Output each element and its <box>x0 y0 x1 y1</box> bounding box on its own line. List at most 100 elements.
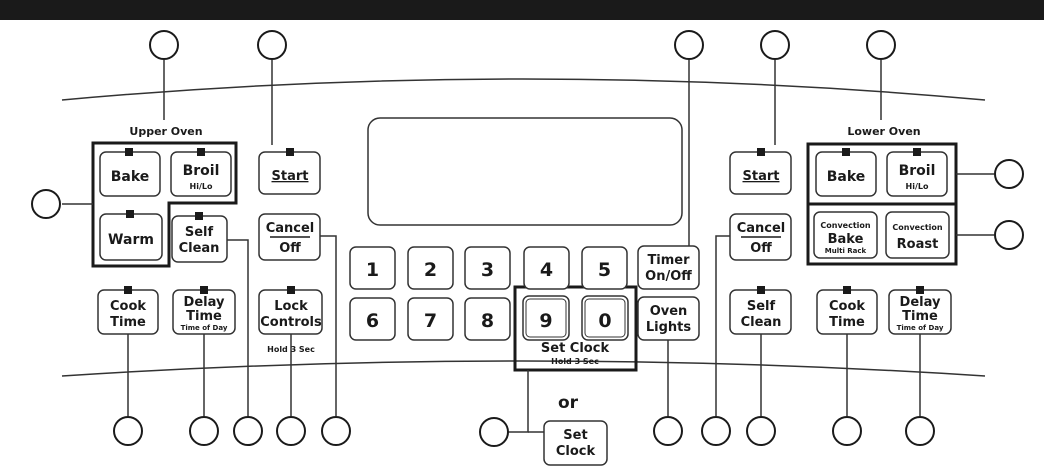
upper-cook-time-line1: Cook <box>110 299 146 314</box>
upper-cook-time-line2: Time <box>110 315 146 330</box>
convection-roast-button[interactable]: Convection Roast <box>885 211 950 259</box>
lower-self-clean-line2: Clean <box>741 315 782 330</box>
keypad-button-9[interactable]: 9 <box>522 295 570 341</box>
keypad-button-6[interactable]: 6 <box>349 297 396 341</box>
convection-roast-line1: Convection <box>892 223 943 232</box>
keypad-label-6: 6 <box>366 310 379 332</box>
display-window <box>367 117 683 226</box>
upper-delay-sub: Time of Day <box>181 324 228 332</box>
or-label: or <box>558 393 579 413</box>
keypad-button-4[interactable]: 4 <box>523 246 570 290</box>
panel-top-edge <box>61 78 986 101</box>
upper-bake-label: Bake <box>111 169 150 185</box>
convection-bake-line1: Convection <box>820 221 871 230</box>
keypad-button-0[interactable]: 0 <box>581 295 629 341</box>
upper-delay-line1: Delay <box>184 295 225 310</box>
keypad-button-2[interactable]: 2 <box>407 246 454 290</box>
callout-circle-upper-start <box>257 30 287 60</box>
upper-broil-label: Broil <box>183 163 220 179</box>
timer-on-off-button[interactable]: Timer On/Off <box>637 245 700 290</box>
convection-roast-line2: Roast <box>897 237 939 252</box>
oven-lights-button[interactable]: Oven Lights <box>637 296 700 341</box>
set-clock-alt-line1: Set <box>563 428 587 443</box>
set-clock-alt-button[interactable]: Set Clock <box>543 420 608 466</box>
lower-cook-time-button[interactable]: Cook Time <box>816 286 878 335</box>
upper-oven-group-frame <box>91 141 238 268</box>
convection-bake-sub: Multi Rack <box>825 247 867 255</box>
lower-delay-line2: Time <box>902 309 938 324</box>
keypad-label-4: 4 <box>540 259 553 281</box>
oven-lights-line2: Lights <box>646 320 692 335</box>
lower-self-clean-button[interactable]: Self Clean <box>729 286 792 335</box>
convection-bake-line2: Bake <box>828 232 864 247</box>
set-clock-group-sub: Hold 3 Sec <box>551 357 599 366</box>
keypad-button-7[interactable]: 7 <box>407 297 454 341</box>
keypad-label-1: 1 <box>366 259 379 281</box>
upper-cancel-line2: Off <box>279 241 301 256</box>
lower-start-button[interactable]: Start <box>729 148 792 195</box>
oven-lights-line1: Oven <box>650 304 688 319</box>
lower-cancel-line2: Off <box>750 241 772 256</box>
lower-delay-line1: Delay <box>900 295 941 310</box>
callout-circle-lower-cancel <box>701 416 731 446</box>
upper-cook-time-button[interactable]: Cook Time <box>97 286 159 335</box>
upper-delay-time-button[interactable]: Delay Time Time of Day <box>172 286 236 335</box>
keypad-label-2: 2 <box>424 259 437 281</box>
keypad-button-3[interactable]: 3 <box>464 246 511 290</box>
lower-oven-label: Lower Oven <box>847 125 920 138</box>
keypad-button-8[interactable]: 8 <box>464 297 511 341</box>
upper-cancel-line1: Cancel <box>266 221 315 236</box>
keypad-label-0: 0 <box>598 310 611 332</box>
lower-cancel-off-button[interactable]: Cancel Off <box>729 213 792 261</box>
keypad-label-8: 8 <box>481 310 494 332</box>
keypad-button-5[interactable]: 5 <box>581 246 628 290</box>
callout-circle-upper-self-clean <box>233 416 263 446</box>
upper-self-clean-line2: Clean <box>179 241 220 256</box>
upper-broil-button[interactable]: Broil Hi/Lo <box>170 148 232 197</box>
keypad-label-9: 9 <box>539 310 552 332</box>
upper-delay-line2: Time <box>186 309 222 324</box>
callout-circle-upper-delay-time <box>189 416 219 446</box>
upper-bake-button[interactable]: Bake <box>99 148 161 197</box>
lock-controls-note: Hold 3 Sec <box>267 345 315 354</box>
convection-bake-button[interactable]: Convection Bake Multi Rack <box>813 211 878 259</box>
upper-self-clean-button[interactable]: Self Clean <box>171 212 228 263</box>
callout-circle-lower-oven <box>866 30 896 60</box>
lock-controls-button[interactable]: Lock Controls <box>258 286 323 335</box>
lower-delay-time-button[interactable]: Delay Time Time of Day <box>888 286 952 335</box>
set-clock-alt-line2: Clock <box>556 444 596 459</box>
callout-circle-lock-controls <box>276 416 306 446</box>
callout-circle-upper-group <box>31 189 61 219</box>
panel-bottom-edge <box>61 360 986 377</box>
upper-self-clean-line1: Self <box>185 225 214 240</box>
lower-broil-button[interactable]: Broil Hi/Lo <box>886 148 948 197</box>
lower-broil-sub: Hi/Lo <box>906 182 929 191</box>
callout-circle-lower-bake-broil <box>994 159 1024 189</box>
top-bar <box>0 0 1044 20</box>
callout-circle-lower-cook-time <box>832 416 862 446</box>
upper-start-label: Start <box>272 169 309 184</box>
upper-cancel-off-button[interactable]: Cancel Off <box>258 213 321 261</box>
lower-self-clean-line1: Self <box>747 299 776 314</box>
timer-line1: Timer <box>647 253 690 268</box>
callout-circle-upper-cancel <box>321 416 351 446</box>
lower-cook-time-line2: Time <box>829 315 865 330</box>
keypad-button-1[interactable]: 1 <box>349 246 396 290</box>
lower-bake-label: Bake <box>827 169 866 185</box>
lower-delay-sub: Time of Day <box>897 324 944 332</box>
callout-circle-convection <box>994 220 1024 250</box>
upper-warm-label: Warm <box>108 232 154 248</box>
callout-circle-lower-delay-time <box>905 416 935 446</box>
callout-circle-lower-start <box>760 30 790 60</box>
lock-controls-line1: Lock <box>274 299 308 314</box>
set-clock-group-label: Set Clock <box>541 341 610 356</box>
upper-oven-label: Upper Oven <box>129 125 202 138</box>
callout-circle-timer <box>674 30 704 60</box>
upper-warm-button[interactable]: Warm <box>99 210 163 261</box>
leader-lines <box>62 60 994 433</box>
timer-line2: On/Off <box>645 269 692 284</box>
upper-start-button[interactable]: Start <box>258 148 321 195</box>
callout-circle-lower-self-clean <box>746 416 776 446</box>
lower-bake-button[interactable]: Bake <box>815 148 877 197</box>
